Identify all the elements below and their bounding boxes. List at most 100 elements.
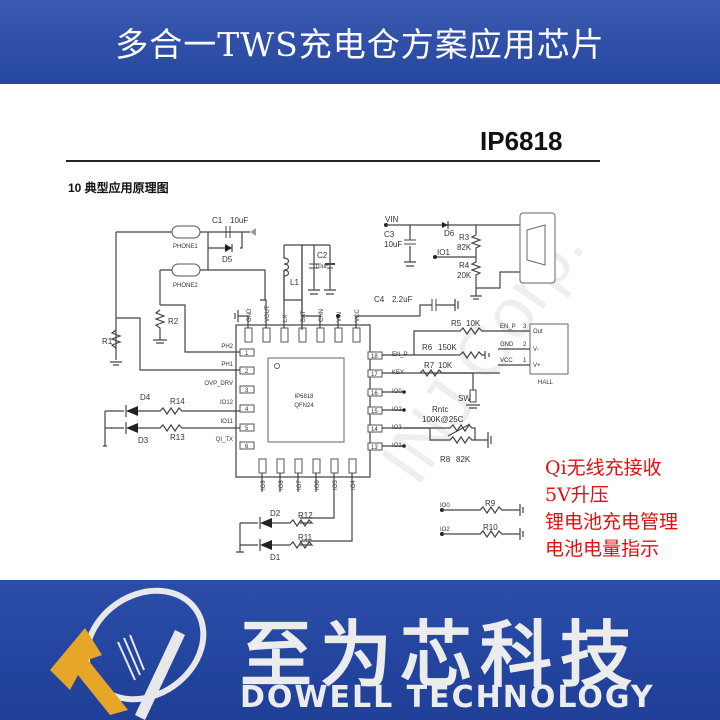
svg-text:IO11: IO11	[220, 419, 233, 425]
svg-text:Out: Out	[533, 329, 543, 335]
svg-text:QI_TX: QI_TX	[216, 437, 233, 443]
led-d3-d4: D4 D3 R14 R13	[103, 393, 240, 447]
svg-text:IO5: IO5	[333, 480, 339, 490]
svg-text:1: 1	[245, 351, 249, 357]
svg-text:IO2: IO2	[440, 527, 450, 533]
svg-text:16: 16	[371, 391, 378, 397]
section-title: 10 典型应用原理图	[68, 180, 169, 195]
svg-text:100K@25C: 100K@25C	[422, 415, 464, 424]
title-banner: 多合一TWS充电仓方案应用芯片	[0, 0, 720, 84]
io-pulldowns: IO0 IO2 R9 R10	[440, 499, 524, 540]
phone1-contact	[171, 225, 201, 239]
c4-capacitor: C4 2.2uF	[374, 295, 459, 316]
schematic-diagram: IP6818 10 典型应用原理图 INJ Corp. IP6818 QFN24…	[66, 126, 600, 562]
svg-text:2.2uF: 2.2uF	[392, 295, 413, 304]
svg-text:D4: D4	[140, 393, 151, 402]
svg-text:OVP_DRV: OVP_DRV	[204, 381, 233, 387]
feature-item: 锂电池充电管理	[545, 511, 679, 533]
svg-text:IO8: IO8	[279, 480, 285, 490]
svg-text:R2: R2	[168, 317, 179, 326]
svg-text:SW: SW	[458, 394, 471, 403]
svg-text:PH2: PH2	[221, 344, 233, 350]
svg-text:GND: GND	[247, 308, 253, 322]
svg-text:C3: C3	[384, 230, 395, 239]
logo-chinese-name: 至为芯科技	[240, 613, 641, 697]
part-number: IP6818	[480, 126, 562, 156]
svg-text:15: 15	[371, 409, 378, 415]
svg-text:R10: R10	[483, 523, 498, 532]
ic-package: QFN24	[294, 403, 314, 409]
schematic-panel: IP6818 10 典型应用原理图 INJ Corp. IP6818 QFN24…	[0, 84, 720, 580]
phone2-contact	[171, 263, 201, 277]
svg-text:5: 5	[245, 426, 249, 432]
svg-text:20K: 20K	[457, 271, 472, 280]
svg-text:D5: D5	[222, 255, 233, 264]
svg-text:D6: D6	[444, 229, 455, 238]
svg-text:10K: 10K	[438, 361, 453, 370]
svg-text:LX: LX	[283, 315, 289, 322]
svg-text:D3: D3	[138, 436, 149, 445]
svg-text:VIN: VIN	[385, 215, 399, 224]
svg-text:4: 4	[245, 407, 249, 413]
svg-text:PHONE2: PHONE2	[173, 283, 198, 289]
svg-text:R11: R11	[298, 533, 313, 542]
svg-text:R7: R7	[424, 361, 435, 370]
banner-title: 多合一TWS充电仓方案应用芯片	[115, 25, 605, 64]
svg-text:3: 3	[523, 324, 527, 330]
svg-text:82K: 82K	[456, 455, 471, 464]
svg-text:IO9: IO9	[261, 480, 267, 490]
svg-text:R4: R4	[459, 261, 470, 270]
svg-text:V+: V+	[533, 363, 541, 369]
bottom-pins: IO9 IO8 IO7 IO6 IO5 IO4	[258, 458, 357, 542]
svg-text:1: 1	[523, 358, 527, 364]
svg-text:VOUT: VOUT	[265, 305, 271, 322]
svg-text:IO7: IO7	[297, 480, 303, 490]
svg-text:D1: D1	[270, 553, 281, 562]
svg-text:2: 2	[245, 369, 249, 375]
svg-text:IO4: IO4	[351, 480, 357, 490]
svg-text:82K: 82K	[457, 243, 472, 252]
dowell-logo-icon	[50, 587, 207, 720]
svg-text:V-: V-	[533, 347, 539, 353]
led-d1-d2: D2 D1 R12 R11	[236, 509, 314, 562]
top-pins: GND VOUT LX BAT CHN VIN VCC	[238, 245, 420, 343]
svg-text:10K: 10K	[466, 319, 481, 328]
svg-text:R1: R1	[102, 337, 113, 346]
svg-text:C2: C2	[317, 251, 328, 260]
svg-text:150K: 150K	[438, 343, 457, 352]
ic-ip6818: IP6818 QFN24 GND VOUT LX BAT CHN VIN VCC…	[204, 245, 500, 542]
vin-network: VIN C3 10uF D6 R3 82K IO1 R4 20K	[384, 212, 556, 300]
svg-text:IO0: IO0	[440, 503, 450, 509]
svg-text:PH1: PH1	[221, 362, 233, 368]
svg-text:3: 3	[245, 388, 249, 394]
svg-text:R14: R14	[170, 397, 185, 406]
svg-text:L1: L1	[290, 278, 299, 287]
svg-text:D2: D2	[270, 509, 281, 518]
svg-text:IO12: IO12	[220, 400, 234, 406]
svg-text:PHONE1: PHONE1	[173, 244, 198, 250]
svg-text:HALL: HALL	[538, 380, 554, 386]
svg-text:IO6: IO6	[315, 480, 321, 490]
svg-text:R13: R13	[170, 433, 185, 442]
feature-item: 电池电量指示	[545, 538, 660, 560]
svg-text:R8: R8	[440, 455, 451, 464]
usb-connector	[519, 212, 556, 284]
svg-text:14: 14	[371, 427, 378, 433]
svg-text:17: 17	[371, 372, 378, 378]
svg-text:EN_P: EN_P	[500, 324, 516, 330]
svg-text:R5: R5	[451, 319, 462, 328]
svg-text:VIN: VIN	[337, 312, 343, 322]
svg-text:R12: R12	[298, 511, 313, 520]
svg-text:VCC: VCC	[355, 309, 361, 322]
feature-list: Qi无线充接收 5V升压 锂电池充电管理 电池电量指示	[545, 455, 678, 563]
hall-sensor	[529, 323, 569, 375]
svg-text:C1: C1	[212, 216, 223, 225]
feature-item: 5V升压	[545, 484, 609, 506]
svg-text:2: 2	[523, 342, 527, 348]
svg-text:6: 6	[245, 444, 249, 450]
logo-english-name: DOWELL TECHNOLOGY	[240, 680, 655, 715]
svg-text:R9: R9	[485, 499, 496, 508]
